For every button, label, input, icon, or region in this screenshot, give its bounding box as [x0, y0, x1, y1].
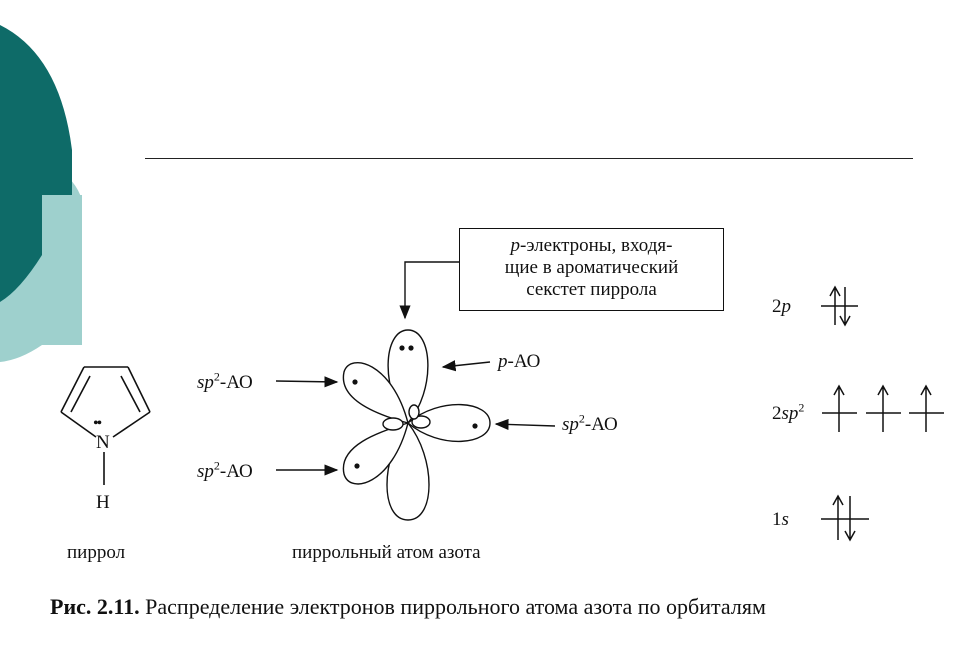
callout-line-3: секстет пиррола: [526, 279, 657, 300]
lone-pair-dots: ••: [93, 415, 102, 432]
sp2-symbol: sp: [197, 461, 214, 482]
callout-line-1: p-электроны, входя-: [460, 235, 723, 257]
small-back-lobe-right: [411, 415, 431, 429]
spin-down-1s: [844, 496, 856, 542]
small-back-lobe-top: [408, 404, 420, 420]
electron-spins: [829, 285, 932, 542]
label-sp2-ao-lower-left: sp2-АО: [197, 458, 253, 482]
level-2p-symbol: p: [781, 296, 792, 317]
sp2-rest: -АО: [584, 414, 618, 435]
callout-line-1-symbol: p: [510, 235, 521, 256]
sp2-symbol: sp: [197, 372, 214, 393]
spin-up-1s: [832, 494, 844, 540]
double-bond-right: [120, 375, 141, 413]
small-back-lobe-left: [382, 417, 404, 431]
label-p-ao-rest: -АО: [507, 351, 541, 372]
dark-teal-shape: [0, 25, 72, 302]
level-2sp2-number: 2: [772, 403, 782, 424]
sp2-superscript: 2: [213, 458, 220, 473]
label-sp2-ao-right: sp2-АО: [562, 411, 618, 435]
arrow-p-ao: [441, 360, 491, 372]
level-2sp2-symbol: sp: [781, 403, 799, 424]
spin-up-2sp2-2: [877, 384, 889, 432]
sp2-lobe-right: [406, 403, 491, 443]
label-sp2-ao-upper-left: sp2-АО: [197, 369, 253, 393]
figure-caption-text: Распределение электронов пиррольного ато…: [139, 594, 766, 619]
callout-line-1-rest: -электроны, входя-: [520, 235, 673, 256]
label-p-ao-symbol: p: [498, 351, 508, 372]
pyrrole-ring: [60, 366, 151, 485]
sp2-superscript: 2: [213, 369, 220, 384]
level-2sp2-superscript: 2: [798, 400, 805, 415]
spin-up-2sp2-1: [833, 384, 845, 432]
light-teal-bar: [42, 195, 82, 345]
sp2-symbol: sp: [562, 414, 579, 435]
double-bond-left: [70, 375, 91, 413]
callout-arrow: [399, 261, 459, 320]
level-label-2p: 2p: [772, 297, 791, 316]
level-2p-number: 2: [772, 296, 782, 317]
spin-up-2sp2-3: [920, 384, 932, 432]
level-label-1s: 1s: [772, 510, 789, 529]
orbital-electrons: [352, 345, 478, 469]
title-underline: [145, 158, 913, 159]
sp2-lobe-upper-left: [342, 362, 409, 424]
level-1s-symbol: s: [781, 509, 789, 530]
label-p-ao: p-АО: [498, 352, 540, 371]
level-label-2sp2: 2sp2: [772, 400, 805, 424]
sp2-rest: -АО: [219, 461, 253, 482]
sp2-superscript: 2: [578, 411, 585, 426]
orbital-caption: пиррольный атом азота: [292, 542, 481, 563]
sp2-rest: -АО: [219, 372, 253, 393]
spin-up-2p: [829, 285, 841, 325]
level-1s-number: 1: [772, 509, 782, 530]
pyrrole-name: пиррол: [67, 542, 126, 563]
arrow-sp2-upper-left: [275, 376, 339, 388]
orbital-lobes: [342, 329, 491, 521]
sp2-lobe-lower-left: [342, 421, 409, 485]
figure-number: Рис. 2.11.: [50, 594, 140, 619]
callout-line-2: щие в ароматический: [504, 257, 679, 278]
pointer-arrows: [275, 261, 556, 476]
figure-caption: Рис. 2.11. Распределение электронов пирр…: [50, 594, 766, 620]
spin-down-2p: [839, 287, 851, 327]
hydrogen-atom-label: H: [96, 492, 110, 513]
arrow-sp2-right: [494, 418, 556, 431]
callout-box: p-электроны, входя- щие в ароматический …: [459, 228, 724, 311]
nitrogen-atom-label: N: [96, 432, 110, 453]
